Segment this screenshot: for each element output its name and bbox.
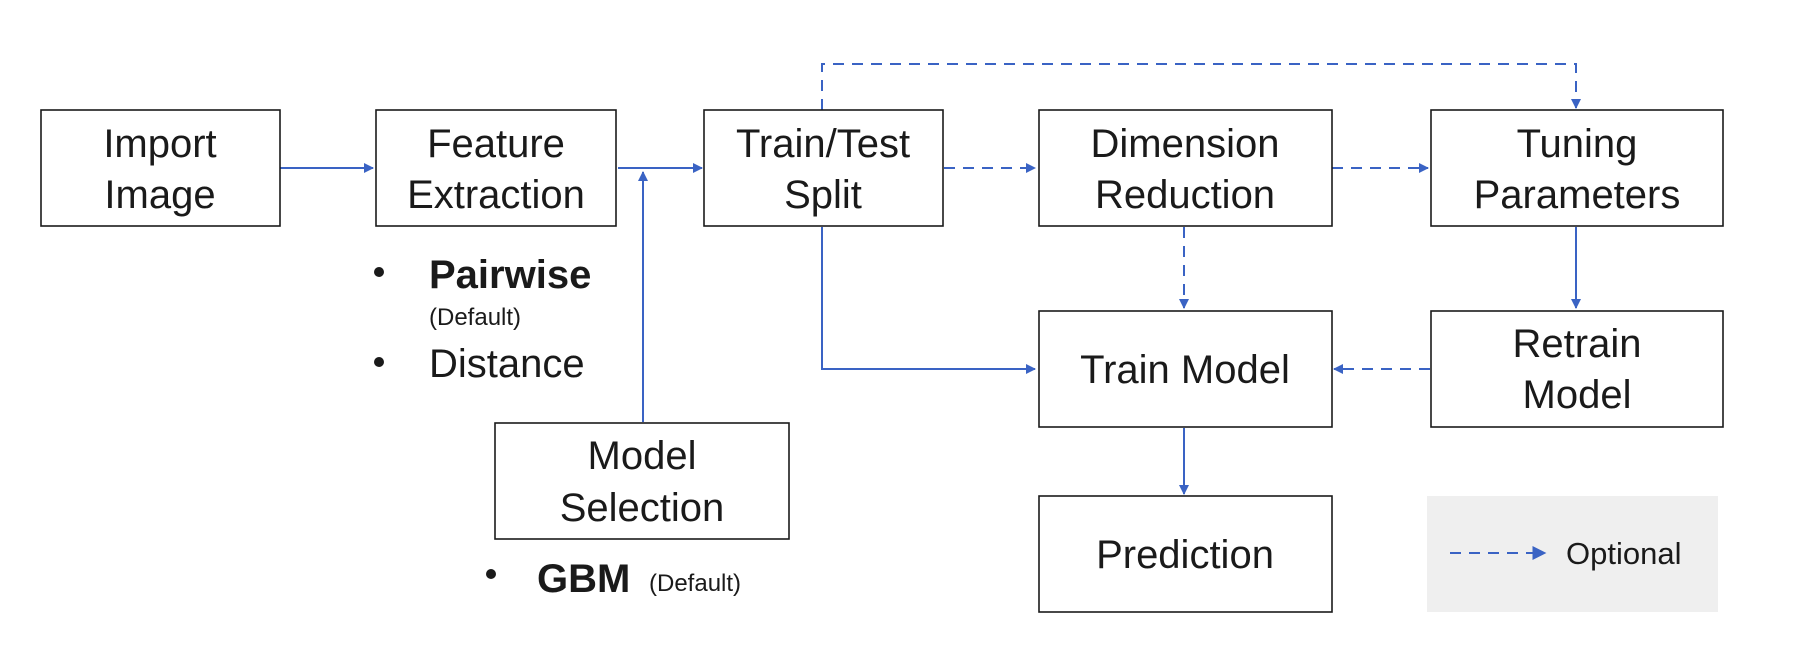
node-train-test-split-box — [703, 109, 944, 227]
node-tuning-parameters: Tuning Parameters — [1430, 109, 1724, 227]
node-prediction-box — [1038, 495, 1333, 613]
node-dimension-reduction-label-line2: Reduction — [1095, 173, 1275, 217]
node-tuning-parameters-label-line1: Tuning — [1517, 122, 1638, 166]
edges — [280, 63, 1581, 495]
node-dimension-reduction: Dimension Reduction — [1038, 109, 1333, 227]
node-train-model-box — [1038, 310, 1333, 428]
node-feature-extraction-label-line1: Feature — [427, 122, 565, 166]
node-train-test-split: Train/Test Split — [703, 109, 944, 227]
node-feature-extraction-box — [375, 109, 617, 227]
edge-split-to-train-model — [821, 227, 1036, 374]
node-retrain-model-box — [1430, 310, 1724, 428]
feature-option-pairwise-note: (Default) — [429, 304, 521, 331]
node-tuning-parameters-label-line2: Parameters — [1474, 173, 1681, 217]
model-option-gbm-note: (Default) — [649, 570, 741, 597]
legend: Optional — [1427, 496, 1718, 612]
edge-split-to-tuning-bypass — [821, 63, 1581, 110]
node-import-image-label-line2: Image — [104, 173, 215, 217]
bullet-dot — [374, 357, 384, 367]
node-retrain-model-label-line1: Retrain — [1513, 322, 1642, 366]
node-feature-extraction: Feature Extraction — [375, 109, 617, 227]
model-option-gbm-label: GBM — [537, 557, 630, 601]
node-train-model: Train Model — [1038, 310, 1333, 428]
node-train-model-label: Train Model — [1080, 348, 1290, 392]
bullet-dot — [486, 569, 496, 579]
node-prediction-label: Prediction — [1096, 533, 1274, 577]
node-tuning-parameters-box — [1430, 109, 1724, 227]
node-dimension-reduction-label-line1: Dimension — [1091, 122, 1280, 166]
feature-option-distance-label: Distance — [429, 342, 585, 386]
node-model-selection-label-line2: Selection — [560, 486, 725, 530]
node-train-test-split-label-line1: Train/Test — [736, 122, 910, 166]
feature-option-pairwise-label: Pairwise — [429, 253, 591, 297]
node-train-test-split-label-line2: Split — [784, 173, 862, 217]
model-options-list: GBM (Default) — [486, 557, 741, 601]
node-dimension-reduction-box — [1038, 109, 1333, 227]
node-model-selection-label-line1: Model — [588, 434, 697, 478]
node-import-image-label-line1: Import — [103, 122, 216, 166]
bullet-dot — [374, 267, 384, 277]
node-retrain-model-label-line2: Model — [1523, 373, 1632, 417]
node-model-selection-box — [494, 422, 790, 540]
node-feature-extraction-label-line2: Extraction — [407, 173, 585, 217]
legend-optional-label: Optional — [1566, 536, 1681, 571]
node-model-selection: Model Selection — [494, 422, 790, 540]
node-retrain-model: Retrain Model — [1430, 310, 1724, 428]
node-prediction: Prediction — [1038, 495, 1333, 613]
feature-options-list: Pairwise (Default) Distance — [374, 253, 591, 386]
node-import-image-box — [40, 109, 281, 227]
node-import-image: Import Image — [40, 109, 281, 227]
